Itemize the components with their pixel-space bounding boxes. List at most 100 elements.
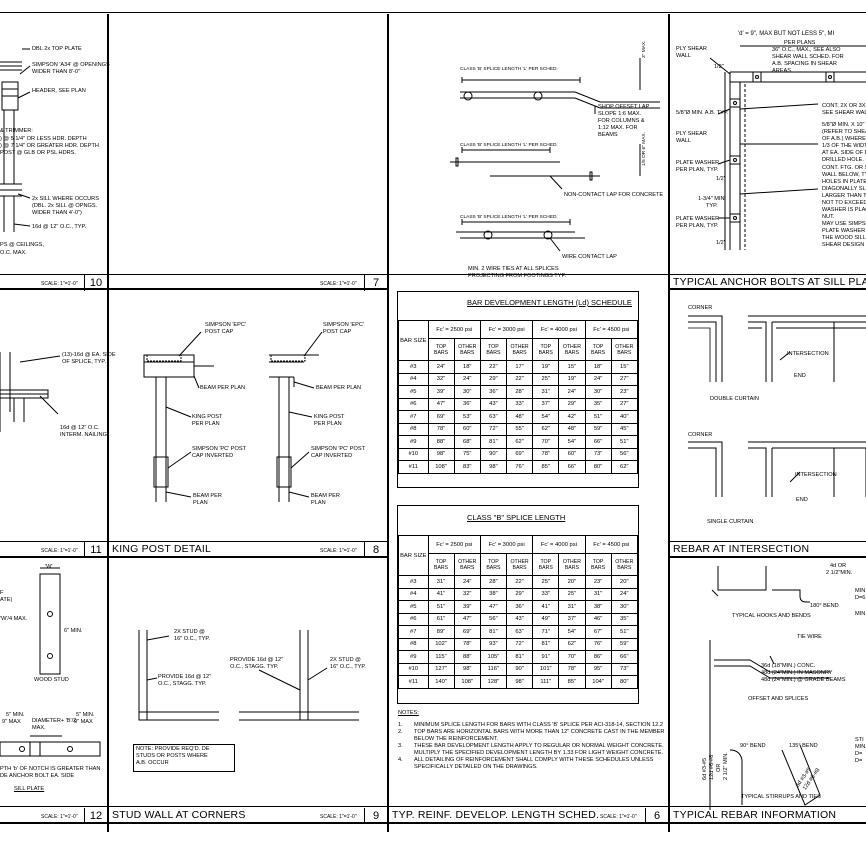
note: TYPICAL STIRRUPS AND TIES [741,794,821,800]
length-cell: 78" [558,662,586,676]
note: MIN [855,611,866,617]
scale-label: SCALE: 1"=1'-0" [41,281,78,287]
note: PER PLAN [314,421,342,427]
note: 135° BEND [789,743,818,749]
scale-label: SCALE: 1"=1'-0" [320,814,357,820]
detail-title: REBAR AT INTERSECTION [673,543,810,555]
note: D=6 [855,595,866,601]
anchor-bolt-drawing [709,45,866,250]
note: (REFER TO SHEAR WA [822,129,866,135]
col-sub-header: TOP BARS [584,338,612,361]
note: OFFSET AND SPLICES [748,696,809,702]
note-number: 2. [398,729,403,735]
note: MIN [855,588,866,594]
bar-size-cell: #3 [398,360,429,374]
note: 5" MIN. [6,712,25,718]
note: CLASS 'B' SPLICE LENGTH 'L' PER SCHED. [460,215,558,220]
note: 2X STUD @ [330,657,361,663]
length-cell: 29" [558,397,586,411]
length-cell: 68" [453,435,481,449]
length-cell: 22" [505,575,534,589]
bar-size-cell: #9 [398,650,429,664]
note: BEAM PER [311,493,340,499]
length-cell: 80" [584,460,612,474]
note: D= [855,751,863,757]
length-cell: 54" [558,435,586,449]
length-cell: 93" [479,637,507,651]
length-cell: 40" [610,410,639,424]
note: SILL PLATE [14,786,45,792]
length-cell: 98" [505,675,534,689]
note: ATE) [0,597,13,603]
length-cell: 90" [479,447,507,461]
length-cell: 47" [479,600,507,614]
length-cell: 95" [584,662,612,676]
detail-number: 8 [364,542,387,558]
note: SHEAR WALL SCHED. FOR [772,54,844,60]
note-number: 1. [398,722,403,728]
titlebar-top-line [0,806,866,807]
length-cell: 90" [505,662,534,676]
length-cell: 62" [532,422,560,436]
note: POST @ GLB OR PSL HDRS. [0,150,76,156]
note: PER PLAN, TYP. [676,167,719,173]
note: A.B. OCCUR [136,760,169,766]
length-cell: 51" [427,600,455,614]
length-cell: 76" [584,637,612,651]
row-divider [0,288,388,290]
length-cell: 108" [453,675,481,689]
length-cell: 66" [558,460,586,474]
length-cell: 80" [610,675,639,689]
length-cell: 62" [505,435,534,449]
col-sub-header: TOP BARS [479,338,507,361]
note: 2x SILL WHERE OCCURS [32,196,99,202]
length-cell: 98" [427,447,455,461]
note: & TRIMMER: [0,128,33,134]
titlebar-top-line [668,541,866,542]
table-title: CLASS "B" SPLICE LENGTH [467,513,566,522]
note: 180° BEND [810,603,839,609]
length-cell: 83" [453,460,481,474]
scale-label: SCALE: 1"=1'-0" [41,548,78,554]
length-cell: 73" [584,447,612,461]
note: OR [716,763,722,772]
table-title: BAR DEVELOPMENT LENGTH (Ld) SCHEDULE [467,298,632,307]
length-cell: 30" [453,385,481,399]
note: PLY SHEAR [676,46,707,52]
col-sub-header: OTHER BARS [610,553,639,576]
note: 6d #3-#5 [702,757,708,780]
col-sub-header: TOP BARS [584,553,612,576]
bar-size-cell: #5 [398,385,429,399]
length-cell: 43" [505,612,534,626]
length-cell: 70" [532,435,560,449]
note: 2 1/2"MIN. [826,570,853,576]
length-cell: 72" [505,637,534,651]
note: SIMPSON 'A34' @ OPENINGS [32,62,110,68]
note: INTERM. NAILING [60,432,107,438]
note-text: TOP BARS ARE HORIZONTAL BARS WITH MORE T… [414,729,665,735]
bar-size-cell: #7 [398,410,429,424]
note: AREAS [772,68,791,74]
note: NUT. [822,214,835,220]
col-sub-header: OTHER BARS [453,338,481,361]
length-cell: 70" [558,650,586,664]
note: PLAN [193,500,208,506]
note: SEE SHEAR WALL SC [822,110,866,116]
length-cell: 32" [427,372,455,386]
note: THE WOOD SILL PLATE [822,235,866,241]
note: 5/8"Ø MIN. A.B. TYP. [676,110,729,116]
note: 36d (18"MIN.) CONC. [761,663,816,669]
dim-label: 1/2" [714,64,724,70]
note: BEAM PER [193,493,222,499]
length-cell: 41" [532,600,560,614]
length-cell: 47" [427,397,455,411]
note: D= [855,758,863,764]
note: 48d (24"MIN.) @ GRADE BEAMS [761,677,846,683]
note: (13)-16d @ EA. SIDE [62,352,116,358]
note: CAP INVERTED [311,453,353,459]
note: PS @ CEILINGS, [0,242,44,248]
note: NOT TO EXCEED 1-1/4 [822,200,866,206]
